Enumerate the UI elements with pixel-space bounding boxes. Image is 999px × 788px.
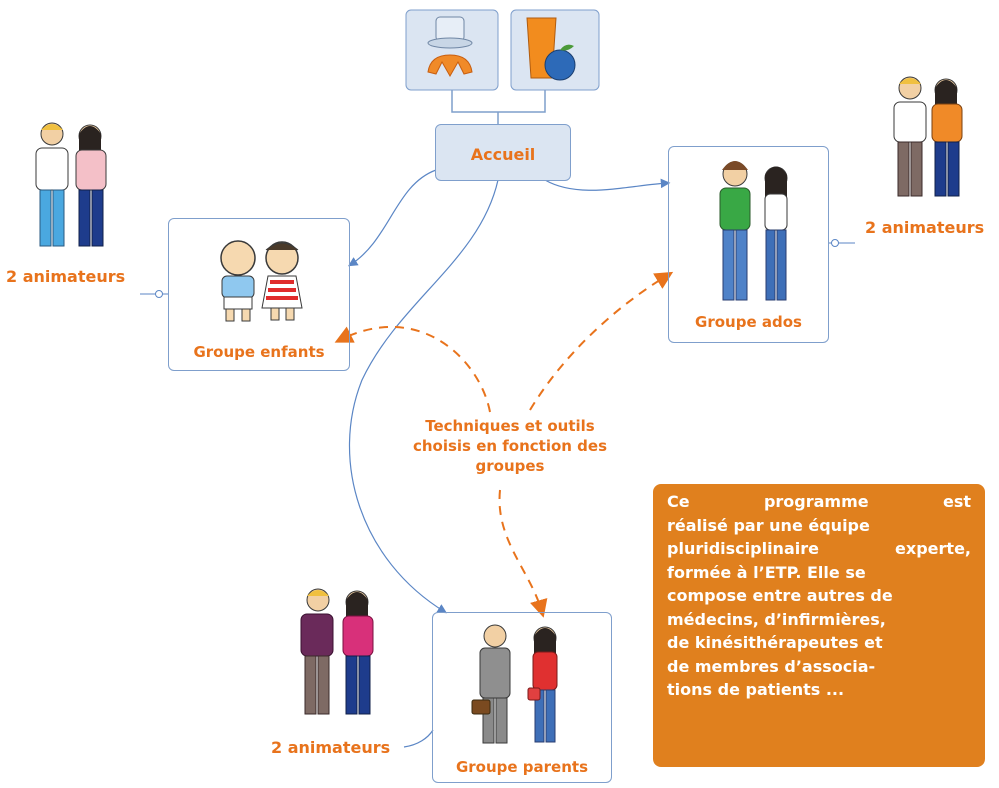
dashed-arrow-enfants	[334, 326, 491, 413]
animators-right-label: 2 animateurs	[865, 218, 985, 237]
children-icon	[220, 240, 303, 322]
info-line: formée à l’ETP. Elle se	[667, 562, 866, 582]
connector-accueil-parents	[348, 179, 499, 614]
animators-bottom-label: 2 animateurs	[271, 738, 391, 757]
animator-pair-icon	[893, 76, 963, 197]
info-line: de kinésithérapeutes et	[667, 633, 883, 652]
node-accueil-label: Accueil	[470, 145, 536, 164]
info-line: réalisé par une équipe	[667, 515, 870, 535]
node-groupe-ados: Groupe ados	[668, 146, 829, 343]
animator-pair-icon	[35, 122, 107, 247]
teens-icon	[719, 161, 788, 301]
node-groupe-enfants: Groupe enfants	[168, 218, 350, 371]
info-line: tions de patients ...	[667, 680, 845, 699]
coffee-croissant-icon	[427, 16, 473, 78]
parents-icon	[471, 624, 558, 744]
info-line: médecins, d’infirmières,	[667, 609, 886, 629]
connector-animators-parents	[403, 729, 434, 748]
info-box: Ce programme est réalisé par une équipe …	[653, 484, 985, 767]
node-groupe-parents: Groupe parents	[432, 612, 612, 783]
info-line: compose entre autres de	[667, 586, 893, 605]
node-groupe-ados-label: Groupe ados	[695, 313, 802, 331]
node-accueil: Accueil	[435, 124, 571, 181]
node-groupe-parents-label: Groupe parents	[455, 758, 589, 776]
dashed-arrow-ados	[529, 271, 674, 411]
icons-bracket	[451, 90, 546, 124]
techniques-line-3: groupes	[475, 457, 545, 475]
dashed-arrow-parents	[498, 489, 548, 618]
techniques-line-2: choisis en fonction des	[412, 437, 608, 455]
info-line: pluridisciplinaire experte,	[667, 539, 971, 558]
connector-accueil-enfants	[347, 169, 437, 267]
info-line: de membres d’associa-	[667, 656, 876, 676]
connector-accueil-ados	[544, 178, 671, 191]
node-groupe-enfants-label: Groupe enfants	[193, 343, 325, 361]
animator-pair-icon	[300, 588, 374, 715]
juice-apple-icon	[526, 17, 576, 81]
techniques-line-1: Techniques et outils	[425, 417, 595, 435]
techniques-text: Techniques et outils choisis en fonction…	[395, 416, 625, 476]
info-line: Ce programme est	[667, 492, 971, 511]
animators-left-label: 2 animateurs	[6, 267, 126, 286]
